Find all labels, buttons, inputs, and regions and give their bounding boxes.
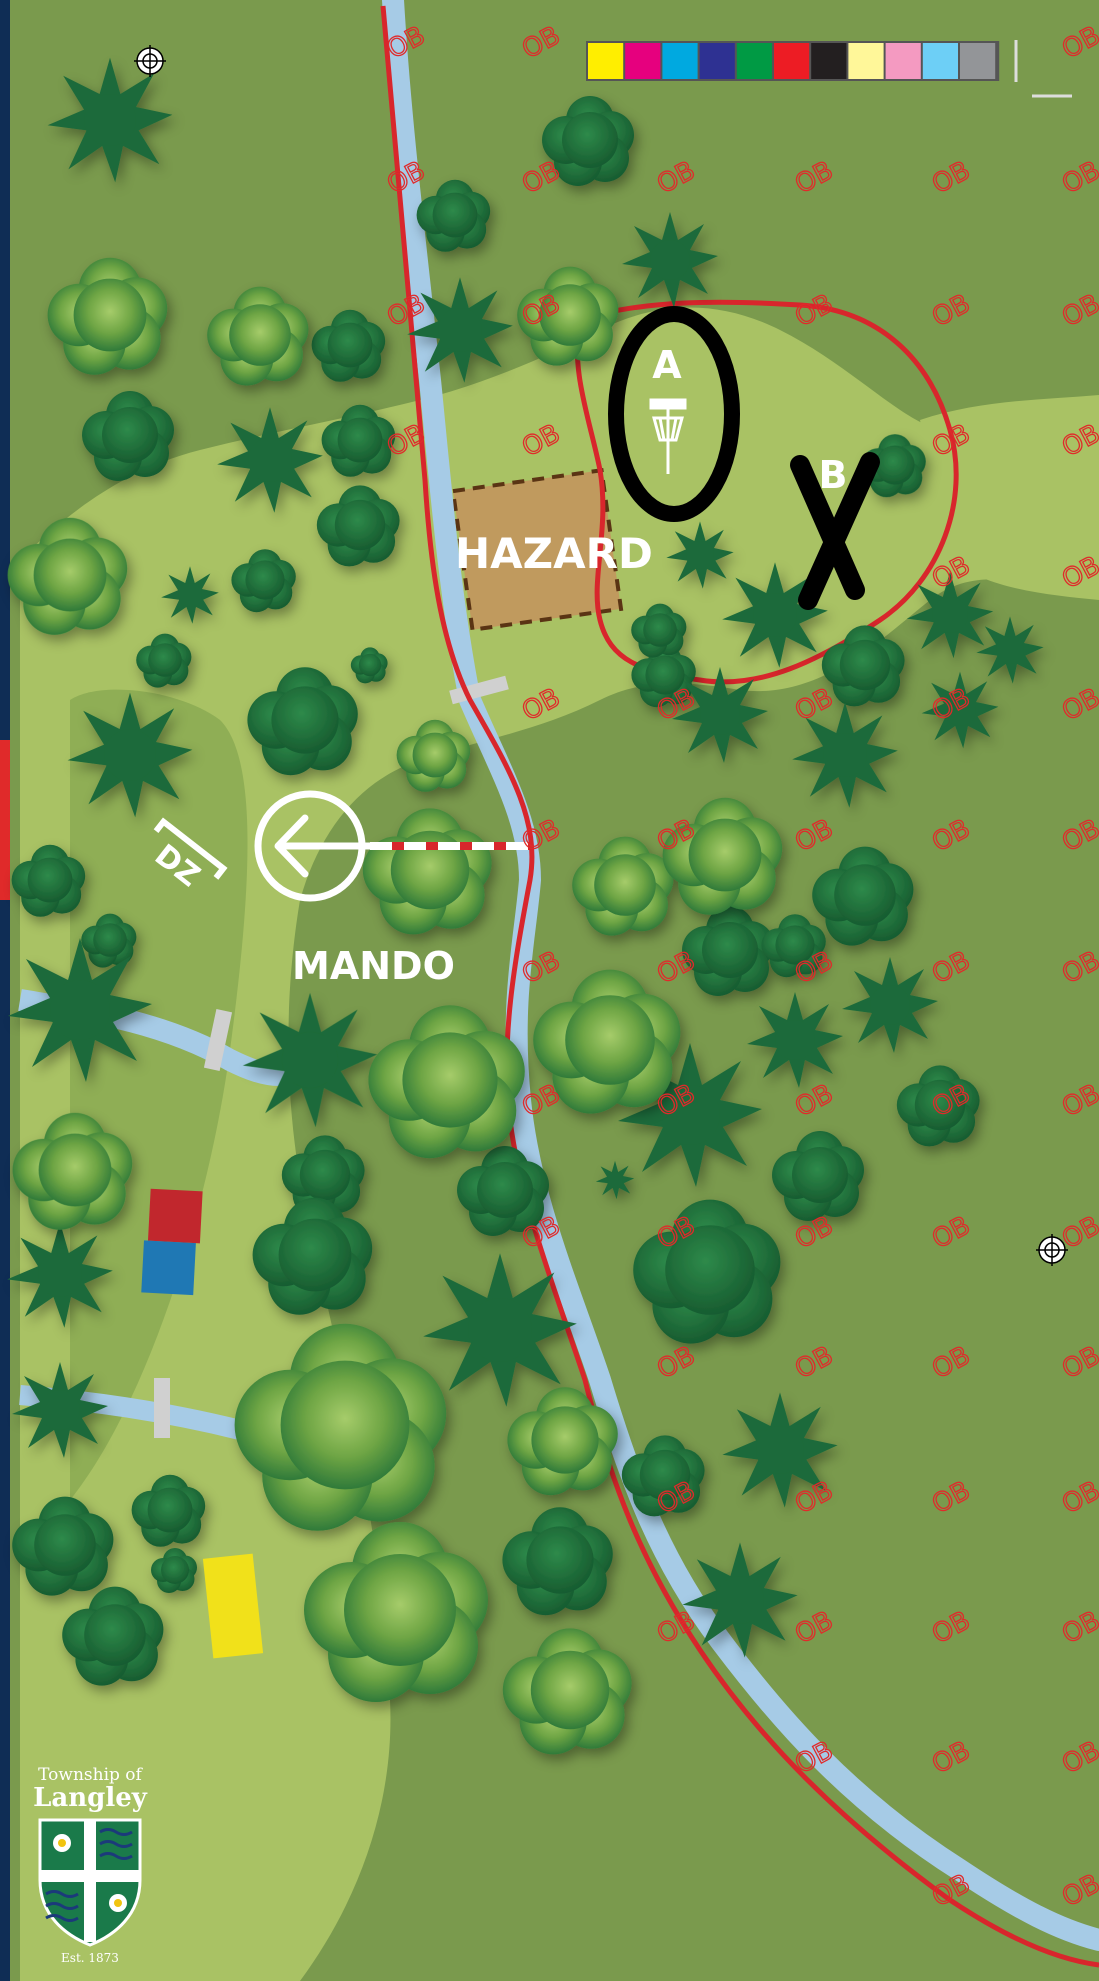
color-swatch [811, 43, 847, 79]
hazard-label: HAZARD [455, 529, 653, 578]
fairway-left-darker [70, 689, 248, 1500]
color-swatch [662, 43, 698, 79]
basket-icon [649, 398, 687, 474]
color-swatch [588, 43, 624, 79]
pin-b-label: B [819, 453, 848, 497]
logo-line1: Township of [38, 1765, 143, 1785]
color-swatch [625, 43, 661, 79]
tee-pad-yellow [202, 1553, 264, 1659]
left-edge-red-mark [0, 740, 10, 900]
color-swatch [960, 43, 996, 79]
creek [382, 0, 1099, 1951]
bridge [154, 1378, 170, 1438]
pin-b-cross-mark [790, 455, 865, 600]
color-swatch [885, 43, 921, 79]
logo-established: Est. 1873 [61, 1951, 119, 1965]
bridge [449, 675, 509, 705]
pin-b-position: B [790, 452, 880, 610]
pin-a-circle-mark [608, 306, 740, 522]
color-swatch [774, 43, 810, 79]
color-swatch [848, 43, 884, 79]
tee-pad-red [147, 1188, 203, 1244]
pin-a-label: A [652, 343, 682, 387]
hazard-zone [450, 467, 624, 633]
mando-label: MANDO [292, 944, 455, 988]
mando-arrow-icon [274, 814, 374, 878]
color-swatch [699, 43, 735, 79]
township-logo: Township of Langley Est. 1873 [33, 1765, 148, 1965]
registration-mark [1036, 1234, 1068, 1266]
bridge [203, 1008, 233, 1072]
color-swatch [922, 43, 958, 79]
mando-marker [254, 790, 530, 902]
registration-mark [134, 45, 166, 77]
tee-pad-blue [141, 1240, 196, 1296]
left-edge-band [0, 0, 10, 1981]
color-swatch [736, 43, 772, 79]
logo-line2: Langley [33, 1783, 148, 1813]
color-calibration-bar [586, 41, 1000, 81]
pin-a-position: A [608, 306, 740, 522]
fairway-upper-right [920, 395, 1099, 600]
